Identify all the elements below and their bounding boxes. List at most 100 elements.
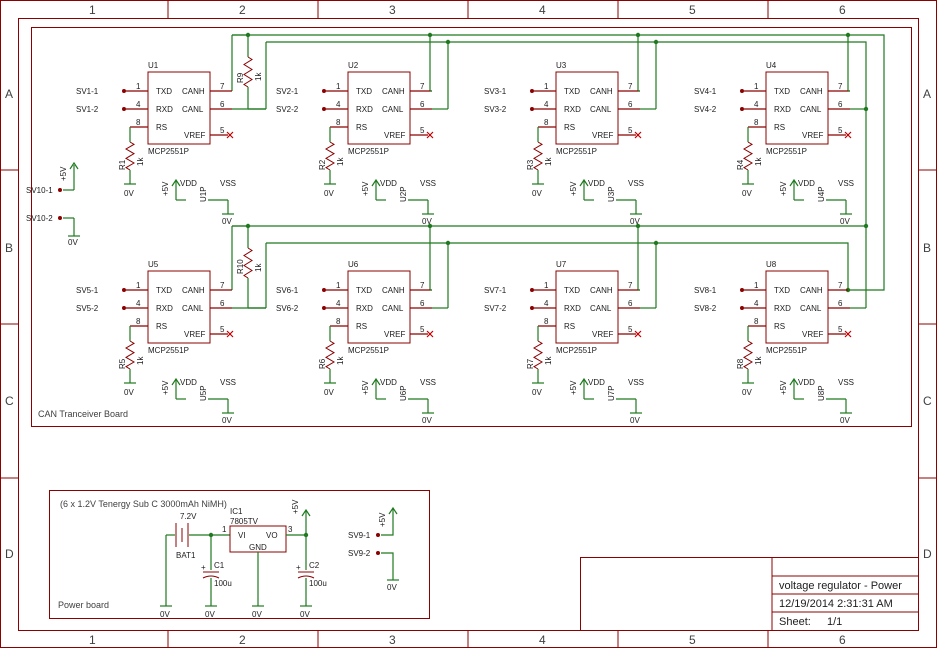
pin-canl-label: CANL: [590, 105, 612, 114]
terminator-value: 1k: [254, 263, 263, 272]
power-board-label: Power board: [58, 600, 109, 610]
chip-name: U6: [348, 260, 359, 269]
rs-resistor-value: 1k: [336, 157, 345, 166]
chip-body: [765, 270, 829, 344]
pin-rxd-label: RXD: [156, 105, 173, 114]
c2-value: 100u: [309, 579, 327, 588]
title-block-date: 12/19/2014 2:31:31 AM: [779, 598, 893, 610]
power-ground-label: 0V: [222, 416, 232, 425]
chip-name: U5: [148, 260, 159, 269]
pin-vref-label: VREF: [384, 330, 405, 339]
pin-canl-label: CANL: [182, 105, 204, 114]
pin-vref-label: VREF: [384, 131, 405, 140]
pin-vss-label: VSS: [838, 179, 854, 188]
pin-num-canl: 6: [420, 100, 425, 109]
pin-rxd-label: RXD: [774, 304, 791, 313]
pin-num-vref: 5: [628, 126, 633, 135]
pin-num-rs: 8: [754, 118, 759, 127]
pin-num-canl: 6: [628, 100, 633, 109]
ruler-col-top-1: 1: [89, 3, 96, 17]
rs-resistor-zigzag: [743, 340, 753, 370]
pin-num-vref: 5: [838, 126, 843, 135]
pin-txd-label: TXD: [564, 87, 580, 96]
power-part-name: U4P: [817, 186, 826, 202]
pin-vss-label: VSS: [420, 378, 436, 387]
power-supply-label: +5V: [779, 380, 788, 395]
pin-num-rxd: 4: [544, 299, 549, 308]
pin-rxd-label: RXD: [564, 304, 581, 313]
chip-part: MCP2551P: [148, 346, 189, 355]
pin-txd-label: TXD: [774, 286, 790, 295]
pin-canl-label: CANL: [800, 105, 822, 114]
pin-txd-label: TXD: [774, 87, 790, 96]
can-board-outline: [31, 27, 912, 427]
ruler-row-left-C: C: [5, 394, 14, 408]
pin-vss-label: VSS: [628, 378, 644, 387]
pin-rxd-label: RXD: [774, 105, 791, 114]
pin-canl-label: CANL: [382, 105, 404, 114]
pin-num-canh: 7: [628, 82, 633, 91]
chip-body: [555, 270, 619, 344]
pin-num-vref: 5: [838, 325, 843, 334]
ruler-col-bottom-2: 2: [239, 633, 246, 647]
pin-vref-label: VREF: [592, 131, 613, 140]
c1-ground: 0V: [205, 610, 215, 619]
pin-num-txd: 1: [336, 281, 341, 290]
transceiver-u6: U6MCP2551PTXDRXDRSCANHCANLVREF148765SV6-…: [276, 260, 448, 425]
pin-vref-label: VREF: [592, 330, 613, 339]
ruler-col-bottom-3: 3: [389, 633, 396, 647]
regulator-ground: 0V: [252, 610, 262, 619]
power-ground-label: 0V: [840, 416, 850, 425]
power-supply-label: +5V: [779, 181, 788, 196]
power-supply-label: +5V: [569, 181, 578, 196]
sv-pin-a: SV1-1: [76, 87, 99, 96]
sv9-pin-a: SV9-1: [348, 531, 371, 540]
pin-rs-label: RS: [564, 322, 575, 331]
regulator-name: IC1: [230, 507, 243, 516]
sv-pin-b: SV8-2: [694, 304, 717, 313]
pin-num-rxd: 4: [754, 299, 759, 308]
c1-value: 100u: [214, 579, 232, 588]
pin-num-canh: 7: [628, 281, 633, 290]
pin-num-rs: 8: [136, 317, 141, 326]
ruler-row-left-A: A: [5, 87, 13, 101]
pin-num-vref: 5: [220, 126, 225, 135]
pin-canh-label: CANH: [800, 286, 823, 295]
ruler-col-bottom-5: 5: [689, 633, 696, 647]
sv9-pin-b: SV9-2: [348, 549, 371, 558]
ruler-row-left-D: D: [5, 547, 14, 561]
title-block-sheet-label: Sheet:: [779, 616, 811, 628]
chip-name: U1: [148, 61, 159, 70]
rs-resistor-value: 1k: [754, 157, 763, 166]
regulator-part: 7805TV: [230, 517, 259, 526]
pin-rs-label: RS: [156, 322, 167, 331]
pin-canl-label: CANL: [590, 304, 612, 313]
chip-body: [347, 71, 411, 145]
pin-vss-label: VSS: [220, 378, 236, 387]
chip-body: [147, 270, 211, 344]
ruler-row-right-C: C: [923, 394, 932, 408]
pin-txd-label: TXD: [356, 286, 372, 295]
battery-voltage: 7.2V: [180, 512, 197, 521]
power-ground-label: 0V: [630, 416, 640, 425]
pin-num-rs: 8: [544, 317, 549, 326]
c1-plus: +: [201, 563, 206, 572]
regulator-vi: VI: [238, 531, 246, 540]
pin-canh-label: CANH: [800, 87, 823, 96]
pin-num-canl: 6: [838, 100, 843, 109]
pin-vdd-label: VDD: [588, 179, 605, 188]
regulator-pin3: 3: [288, 525, 293, 534]
terminator-zigzag: [243, 56, 253, 88]
pin-num-vref: 5: [420, 126, 425, 135]
pin-num-canl: 6: [220, 100, 225, 109]
chip-part: MCP2551P: [148, 147, 189, 156]
sv10-connector: +5V 0V SV10-1 SV10-2: [26, 161, 80, 247]
c2-name: C2: [309, 561, 320, 570]
sv-pin-a: SV8-1: [694, 286, 717, 295]
pin-num-rxd: 4: [136, 100, 141, 109]
pin-canh-label: CANH: [382, 87, 405, 96]
sv10-ground-label: 0V: [68, 238, 78, 247]
